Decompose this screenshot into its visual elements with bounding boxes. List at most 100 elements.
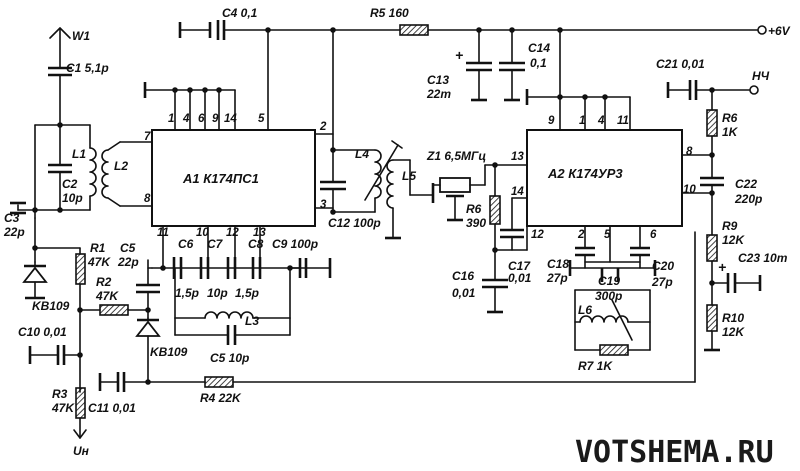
c13-c14: + C13 22m C14 0,1 [426,29,550,102]
supply-label: +6V [768,24,791,38]
power-rail: C4 0,1 R5 160 +6V [178,6,791,40]
z1-crystal [439,177,471,193]
pin-label: 4 [597,115,605,127]
r5-resistor [399,24,429,36]
r7-resistor [599,344,629,356]
r2-value: 47K [95,289,119,303]
pin-label: 9 [548,115,555,127]
l2-label: L2 [114,159,128,173]
pin-label: 5 [258,113,265,125]
uh-label: Uн [73,444,90,458]
pin-label: 12 [226,227,239,239]
r10-resistor [706,304,718,332]
r8-resistor [706,109,718,137]
pin-label: 14 [224,113,237,125]
vd2-label: KB109 [150,345,188,359]
c16-value: 0,01 [452,286,476,300]
r8-value: 1K [722,125,739,139]
tuning-section: C5 22p KB109 C11 0,01 R4 22K [88,231,696,415]
plus-mark: + [718,259,726,275]
ic-a1: A1 К174ПС1 [151,129,316,227]
varicap-icon [135,320,161,337]
c20-value: 27p [651,275,673,289]
r7-label: R7 1K [578,359,613,373]
r2-ref: R2 [96,275,112,289]
r2-resistor [99,304,129,316]
c13-ref: C13 [427,73,449,87]
c6-ref: C6 [178,237,194,251]
c5b-label: C5 10p [210,351,249,365]
pin-label: 11 [617,115,629,127]
watermark: VOTSHEMA.RU [575,435,774,470]
ic-a1-body [151,129,316,227]
c17-ref: C17 [508,259,531,273]
a2-bottom-network: C18 27p C19 300p C20 27p L6 R7 1K [546,225,674,373]
pin-label: 2 [319,121,327,133]
r5-label: R5 160 [370,6,409,20]
c3-value: 22p [3,225,25,239]
pin-label: 1 [168,113,174,125]
pin-label: 6 [198,113,205,125]
pin-label: 14 [511,186,524,198]
ic-a1-label: A1 К174ПС1 [182,171,259,186]
pin-label: 2 [577,229,585,241]
r3-value: 47K [51,401,75,415]
c9-label: C9 100p [272,237,318,251]
vd1-label: KB109 [32,299,70,313]
c13-value: 22m [426,87,451,101]
antenna-icon [49,27,71,39]
c8-value: 1,5p [235,286,259,300]
c8-ref: C8 [248,237,264,251]
c19-ref: C19 [598,274,620,288]
c23-label: C23 10m [738,251,788,265]
r6-ref: R6 [466,202,482,216]
l5-label: L5 [402,169,416,183]
c17-value: 0,01 [508,271,532,285]
r1-resistor [75,253,86,285]
antenna-input: W1 C1 5,1p L1 C2 10p L2 C3 [3,27,153,458]
arrow-icon [73,429,87,439]
r3-resistor [75,387,86,419]
ic-a2: A2 К174УР3 [526,129,683,227]
c5-value: 22p [117,255,139,269]
r9-resistor [706,234,718,262]
r1-value: 47K [87,255,111,269]
pin-label: 4 [182,113,190,125]
c1-label: C1 5,1p [66,61,109,75]
output-label: НЧ [752,69,770,83]
pin-label: 10 [683,184,696,196]
c2-ref: C2 [62,177,78,191]
z1-label: Z1 6,5МГц [426,149,486,163]
r6-resistor [489,195,501,225]
a1-bottom-network: C6 C7 C8 1,5p 10p 1,5p C9 100p L3 C5 10p [151,225,332,365]
c22-value: 220p [734,192,762,206]
r10-value: 12K [722,325,745,339]
c2-value: 10p [62,191,83,205]
w1-label: W1 [72,29,90,43]
l4-label: L4 [355,147,369,161]
c12-label: C12 100p [328,216,381,230]
varicap-icon [22,266,48,283]
z1-filter: Z1 6,5МГц [426,149,528,222]
l6-label: L6 [578,303,592,317]
pin-label: 1 [579,115,585,127]
ic-a2-top-pins: 9 1 4 11 [525,29,631,131]
ic-a1-top-pins: 1 4 6 9 14 5 [143,29,269,131]
pin-label: 6 [650,229,657,241]
pin-label: 8 [144,193,151,205]
c16-ref: C16 [452,269,474,283]
c19-value: 300p [595,289,622,303]
l6-coil [579,315,629,323]
c21-label: C21 0,01 [656,57,705,71]
r4-label: R4 22K [200,391,242,405]
c3-ref: C3 [4,211,20,225]
pin-label: 12 [531,229,544,241]
l3-label: L3 [245,314,259,328]
plus-mark: + [455,47,463,63]
c11-label: C11 0,01 [88,401,136,415]
c22-ref: C22 [735,177,757,191]
r9-value: 12K [722,233,745,247]
r8-ref: R6 [722,111,738,125]
c20-ref: C20 [652,259,674,273]
